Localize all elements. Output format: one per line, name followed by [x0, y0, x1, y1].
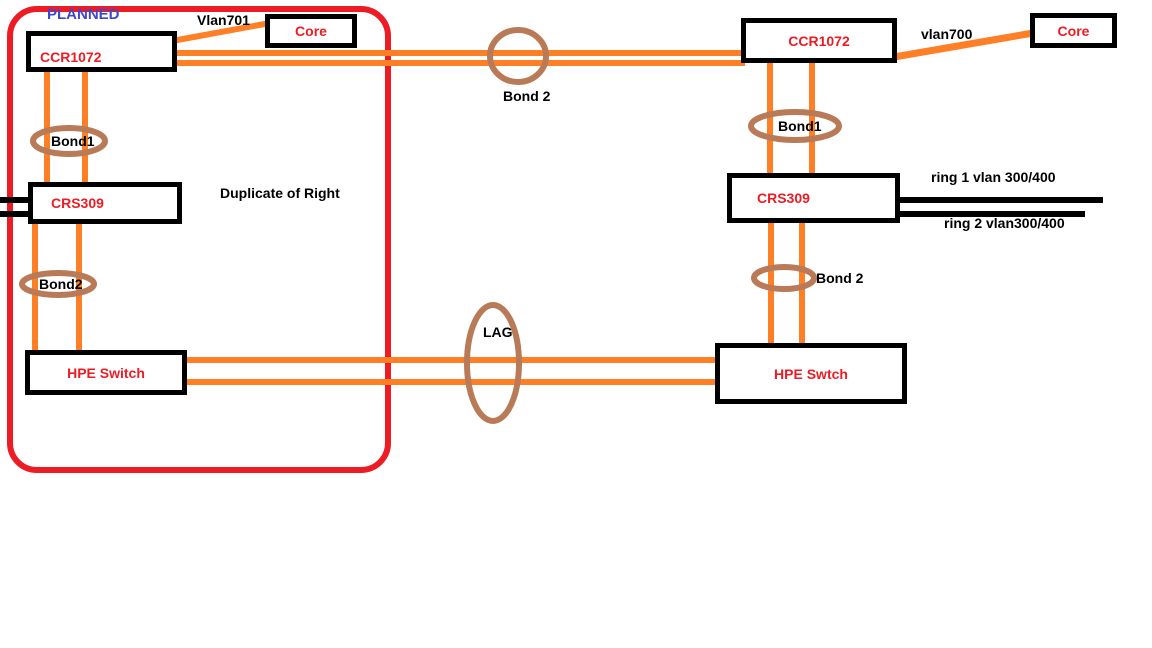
right-bond1-ellipse [748, 109, 842, 143]
left-core-label: Core [295, 23, 327, 39]
right-bond2-label: Bond 2 [816, 270, 864, 286]
left-bond1-ellipse [30, 125, 108, 157]
left-ccr-to-core-line [171, 20, 271, 44]
left-crs309-box: CRS309 [28, 182, 182, 224]
right-bond2-ellipse [751, 264, 817, 292]
planned-region-outline [7, 6, 391, 473]
left-hpe-switch-box: HPE Switch [25, 350, 187, 395]
router-bond2-label: Bond 2 [503, 88, 551, 104]
ring1-label: ring 1 vlan 300/400 [931, 169, 1056, 185]
duplicate-note: Duplicate of Right [220, 185, 340, 201]
right-hpe-switch-label: HPE Swtch [774, 365, 848, 382]
right-core-box: Core [1030, 13, 1117, 48]
planned-region-title: PLANNED [47, 6, 120, 23]
left-core-box: Core [265, 14, 357, 48]
right-ccr1072-box: CCR1072 [741, 18, 897, 63]
right-ccr-to-core-line [893, 29, 1034, 61]
right-core-link-label: vlan700 [921, 26, 973, 42]
right-ccr1072-label: CCR1072 [788, 32, 850, 49]
router-bond2-circle [487, 27, 549, 85]
left-ccr1072-label: CCR1072 [40, 49, 102, 65]
left-bond1-label: Bond1 [51, 133, 95, 149]
lag-ellipse [464, 302, 522, 424]
ring2-label: ring 2 vlan300/400 [944, 215, 1065, 231]
lag-label: LAG [483, 324, 513, 340]
right-core-label: Core [1057, 22, 1090, 39]
right-bond1-label: Bond1 [778, 118, 822, 134]
left-hpe-switch-label: HPE Switch [67, 364, 145, 381]
left-ccr1072-box: CCR1072 [26, 31, 177, 72]
right-crs309-box: CRS309 [727, 173, 900, 223]
left-core-link-label: Vlan701 [197, 12, 250, 28]
left-bond2-label: Bond2 [39, 276, 83, 292]
right-crs309-label: CRS309 [757, 190, 810, 206]
left-bond2-ellipse [19, 270, 97, 298]
right-hpe-switch-box: HPE Swtch [715, 343, 907, 404]
left-crs309-label: CRS309 [51, 195, 104, 211]
